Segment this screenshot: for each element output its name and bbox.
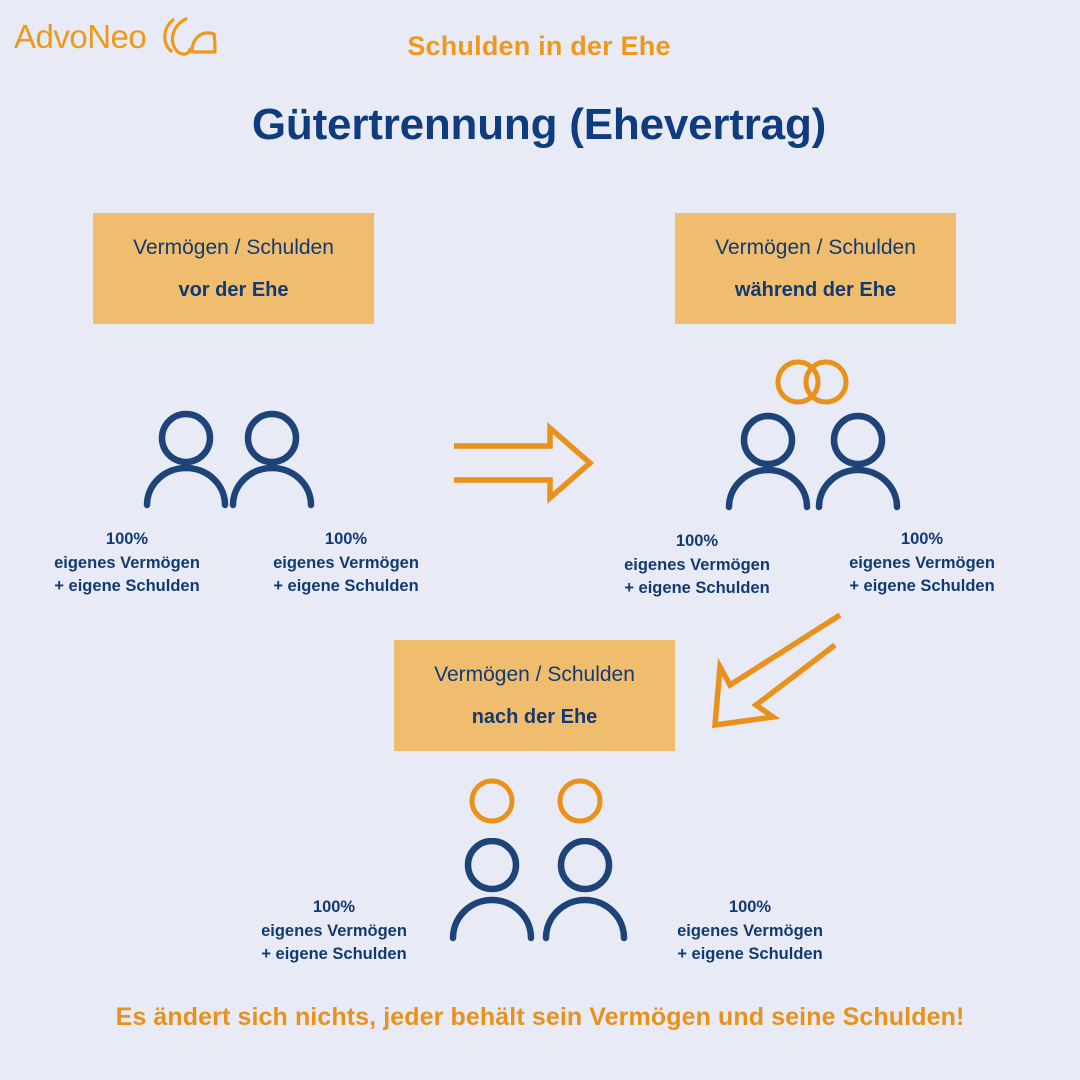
caption-line2: eigenes Vermögen [54,553,200,572]
arrow-down-left-icon [690,605,850,740]
caption-during-person-2: 100% eigenes Vermögen + eigene Schulden [812,528,1032,599]
caption-line2: eigenes Vermögen [677,921,823,940]
page-title: Gütertrennung (Ehevertrag) [251,100,827,149]
wedding-rings-interlocked-icon [770,358,856,411]
caption-pct: 100% [900,530,944,548]
caption-after-person-2: 100% eigenes Vermögen + eigene Schulden [640,896,860,967]
person-pair-icon-after [440,837,640,947]
caption-line3: + eigene Schulden [273,577,419,596]
brand-name: AdvoNeo [14,17,147,55]
caption-line3: + eigene Schulden [677,945,823,964]
arrow-right-icon [450,418,595,513]
caption-pct: 100% [105,530,149,548]
caption-line3: + eigene Schulden [624,579,770,598]
caption-pct: 100% [324,530,368,548]
group-before-marriage [120,410,335,515]
caption-after-person-1: 100% eigenes Vermögen + eigene Schulden [224,896,444,967]
caption-pct: 100% [675,532,719,550]
box-before-line1: Vermögen / Schulden [133,236,334,260]
brand-logo: AdvoNeo [14,16,218,56]
caption-line2: eigenes Vermögen [849,553,995,572]
box-after-line1: Vermögen / Schulden [434,663,635,687]
caption-line2: eigenes Vermögen [624,555,770,574]
box-during-line1: Vermögen / Schulden [715,236,916,260]
person-pair-icon-before [120,410,335,514]
box-after-marriage: Vermögen / Schulden nach der Ehe [394,640,675,751]
box-during-marriage: Vermögen / Schulden während der Ehe [675,213,956,324]
caption-line2: eigenes Vermögen [261,921,407,940]
group-after-marriage [440,837,640,948]
caption-line3: + eigene Schulden [849,577,995,596]
kicker-text: Schulden in der Ehe [407,31,671,61]
caption-line3: + eigene Schulden [54,577,200,596]
footer-conclusion-text: Es ändert sich nichts, jeder behält sein… [115,1003,965,1031]
box-before-marriage: Vermögen / Schulden vor der Ehe [93,213,374,324]
box-before-line2: vor der Ehe [178,278,289,301]
caption-line3: + eigene Schulden [261,945,407,964]
box-during-line2: während der Ehe [734,278,897,301]
caption-before-person-1: 100% eigenes Vermögen + eigene Schulden [17,528,237,599]
caption-pct: 100% [312,898,356,916]
leaf-swoosh-icon [156,16,218,56]
wedding-rings-separated-icon [466,777,606,830]
person-pair-icon-during [710,412,925,516]
group-during-marriage [710,412,925,517]
caption-pct: 100% [728,898,772,916]
caption-line2: eigenes Vermögen [273,553,419,572]
caption-during-person-1: 100% eigenes Vermögen + eigene Schulden [587,530,807,601]
box-after-line2: nach der Ehe [471,705,598,728]
caption-before-person-2: 100% eigenes Vermögen + eigene Schulden [236,528,456,599]
